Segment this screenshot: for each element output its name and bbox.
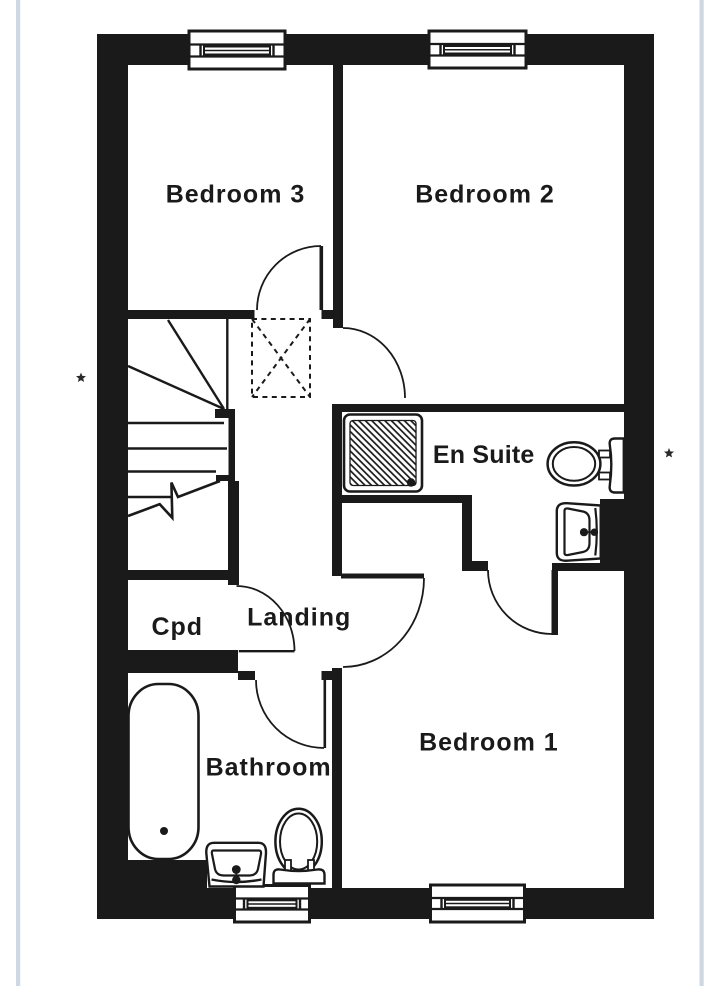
svg-text:Bathroom: Bathroom: [206, 753, 332, 781]
svg-text:Landing: Landing: [247, 603, 351, 631]
svg-text:Bedroom 3: Bedroom 3: [166, 180, 306, 208]
svg-text:Bedroom 2: Bedroom 2: [415, 180, 555, 208]
svg-text:Bedroom 1: Bedroom 1: [419, 729, 559, 757]
svg-text:En Suite: En Suite: [433, 441, 535, 469]
svg-text:Cpd: Cpd: [151, 613, 203, 641]
